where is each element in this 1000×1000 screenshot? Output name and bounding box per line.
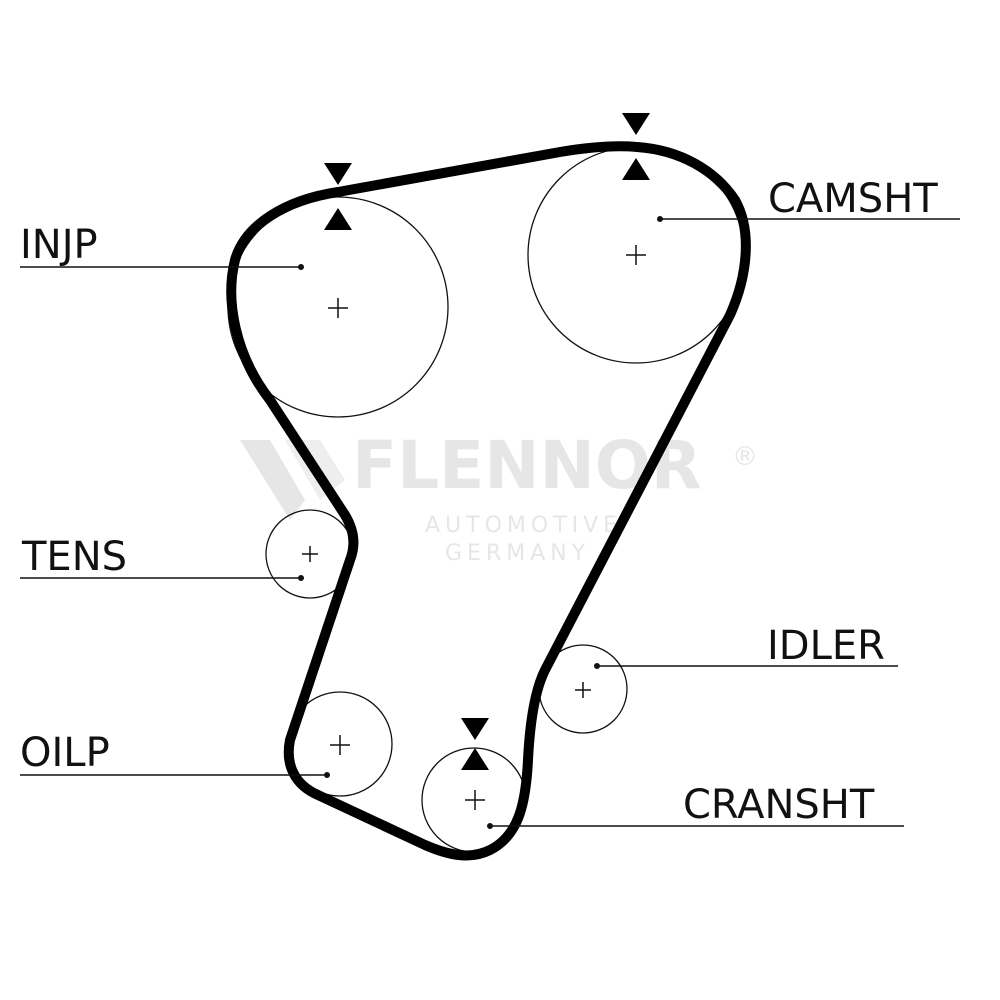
label-cransht: CRANSHT (683, 782, 875, 828)
hourglass-timing-mark-icon (324, 113, 650, 770)
timing-belt (226, 141, 751, 861)
label-camsht: CAMSHT (768, 176, 938, 222)
label-oilp: OILP (20, 730, 110, 776)
watermark-registered: ® (732, 442, 758, 472)
label-idler: IDLER (767, 623, 885, 669)
leader-lines (20, 216, 960, 829)
crosshair-center-icon (302, 245, 646, 810)
flennor-logo-mark (240, 440, 305, 520)
watermark-line1: AUTOMOTIVE (425, 513, 622, 538)
flennor-watermark: FLENNOR ® AUTOMOTIVE GERMANY (240, 427, 758, 566)
label-tens: TENS (21, 534, 127, 580)
label-injp: INJP (20, 222, 98, 268)
watermark-line2: GERMANY (445, 541, 590, 566)
